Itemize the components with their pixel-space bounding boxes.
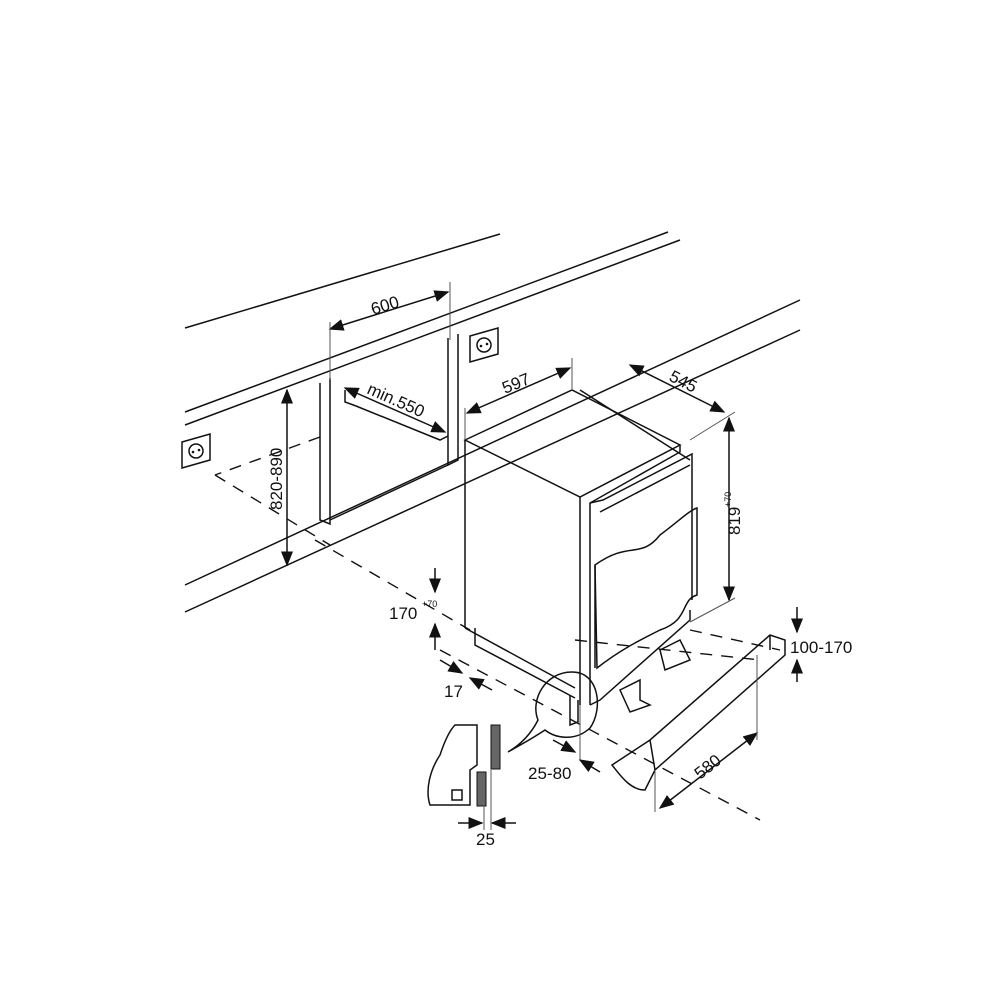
power-socket-icon bbox=[469, 327, 499, 363]
dimension-lines bbox=[281, 282, 803, 830]
label-plinth-height: 170 bbox=[389, 604, 417, 623]
arrow-icon bbox=[619, 678, 652, 713]
arrow-icon bbox=[659, 638, 692, 672]
label-niche-width: 600 bbox=[369, 292, 402, 318]
label-grille-width: 580 bbox=[691, 751, 725, 783]
label-appliance-depth: 545 bbox=[666, 367, 700, 397]
label-grille-height: 100-170 bbox=[790, 638, 852, 657]
label-appliance-height-tolerance: +70 bbox=[723, 492, 733, 507]
label-door-gap: 25-80 bbox=[528, 764, 571, 783]
appliance-body bbox=[463, 389, 698, 706]
kitchen-worktop bbox=[184, 231, 801, 613]
label-appliance-width: 597 bbox=[499, 369, 532, 397]
label-detail-width: 25 bbox=[476, 830, 495, 849]
label-appliance-height: 819 bbox=[725, 507, 744, 535]
power-socket-icon bbox=[181, 433, 211, 469]
label-plinth-height-tolerance: +70 bbox=[422, 599, 437, 609]
ventilation-grille bbox=[610, 634, 786, 791]
label-plinth-setback: 17 bbox=[444, 682, 463, 701]
label-niche-height: 820-890 bbox=[267, 448, 286, 510]
label-niche-depth: min.550 bbox=[364, 379, 427, 421]
detail-callout bbox=[427, 671, 599, 807]
